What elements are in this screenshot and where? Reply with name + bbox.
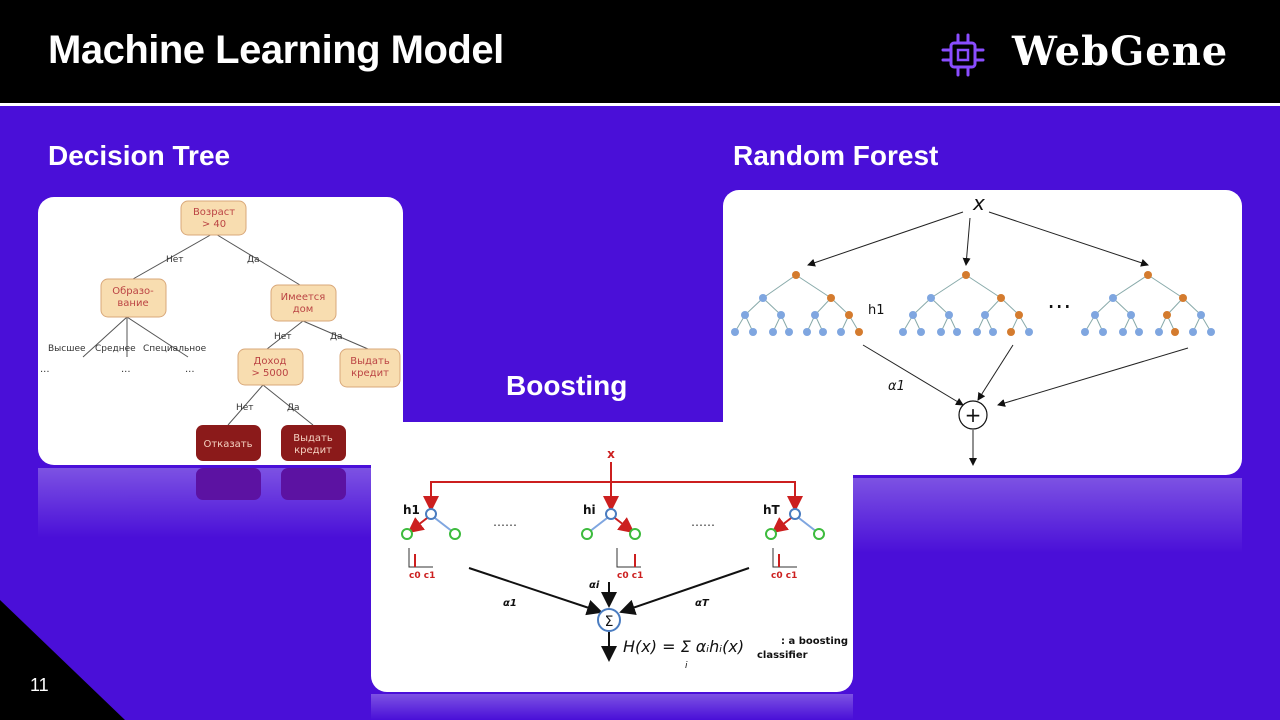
- random-forest-title: Random Forest: [733, 140, 939, 171]
- page-title: Machine Learning Model: [48, 28, 504, 72]
- dt-ellipsis-2: ...: [121, 364, 131, 375]
- dt-edge-no-1: Нет: [166, 255, 184, 265]
- boost-learner-1: [401, 508, 461, 568]
- rf-h1-label: h1: [868, 303, 885, 318]
- page-number: 11: [30, 675, 49, 695]
- boost-dots-1: ……: [493, 515, 517, 529]
- dt-edu-option-2: Среднее: [95, 344, 136, 354]
- rf-tree-1: [731, 271, 863, 336]
- rf-tree-3: [1081, 271, 1215, 336]
- dt-node-education: [100, 278, 167, 318]
- dt-node-give-credit: [339, 348, 401, 388]
- boosting-reflection: [371, 694, 853, 720]
- dt-node-age: [180, 200, 247, 236]
- dt-leaf-refuse-label: Отказать: [203, 439, 252, 450]
- boost-sum-node: [597, 608, 621, 632]
- boost-formula-note-1: : a boosting: [781, 636, 848, 647]
- chip-icon: [941, 33, 985, 77]
- dt-ellipsis-3: ...: [185, 364, 195, 375]
- decision-tree-title: Decision Tree: [48, 140, 231, 171]
- boosting-diagram: x: [401, 447, 848, 671]
- random-forest-diagram: x: [731, 191, 1215, 466]
- decision-tree-reflection: [38, 468, 403, 538]
- rf-sum-node: [958, 400, 988, 430]
- boost-axis-i: c0 c1: [617, 571, 643, 581]
- boost-dots-2: ……: [691, 515, 715, 529]
- dt-edge-yes-1: Да: [247, 255, 260, 265]
- dt-node-age-label: Возраст> 40: [193, 207, 235, 230]
- boost-alpha-i: αi: [589, 580, 600, 591]
- boost-formula-index: i: [685, 661, 688, 671]
- dt-edge-yes-3: Да: [287, 403, 300, 413]
- boost-learner-i: [581, 508, 641, 568]
- logo-text: WebGene: [1012, 28, 1229, 75]
- rf-ellipsis: ⋯: [1047, 292, 1071, 320]
- dt-leaf-refuse: [196, 425, 261, 461]
- boost-input-x: x: [607, 447, 615, 461]
- boost-axis-T: c0 c1: [771, 571, 797, 581]
- boost-hi-label: hi: [583, 503, 596, 517]
- boost-hT-label: hT: [763, 503, 781, 517]
- rf-sum-plus: +: [965, 403, 982, 427]
- dt-edge-no-2: Нет: [274, 332, 292, 342]
- rf-tree-2: [899, 271, 1033, 336]
- boost-formula-note-2: classifier: [757, 650, 808, 661]
- corner-triangle: [0, 600, 125, 720]
- dt-edge-yes-2: Да: [330, 332, 343, 342]
- dt-node-education-label: Образо-вание: [112, 286, 154, 309]
- rf-alpha1-label: α1: [888, 379, 905, 394]
- dt-edge-no-3: Нет: [236, 403, 254, 413]
- dt-edu-option-1: Высшее: [48, 344, 86, 354]
- rf-input-x: x: [972, 191, 985, 215]
- dt-ellipsis-1: ...: [40, 364, 50, 375]
- dt-edu-option-3: Специальное: [143, 344, 207, 354]
- boost-axis-1: c0 c1: [409, 571, 435, 581]
- dt-node-income: [237, 348, 304, 386]
- header-divider: [0, 103, 1280, 106]
- boosting-card: x: [371, 422, 853, 692]
- header-bar: [0, 0, 1280, 103]
- boost-sum-symbol: Σ: [605, 614, 614, 630]
- dt-node-house: [270, 284, 337, 322]
- dt-node-income-label: Доход> 5000: [251, 356, 288, 379]
- boost-formula: H(x) = Σ αᵢhᵢ(x): [623, 637, 744, 656]
- boost-alpha-T: αT: [695, 598, 710, 609]
- boosting-title: Boosting: [506, 370, 628, 401]
- decision-tree-reflection-shapes: [196, 468, 346, 500]
- dt-leaf-credit: [281, 425, 346, 461]
- boost-h1-label: h1: [403, 503, 420, 517]
- boost-alpha-1: α1: [503, 598, 517, 609]
- boost-learner-T: [765, 508, 825, 568]
